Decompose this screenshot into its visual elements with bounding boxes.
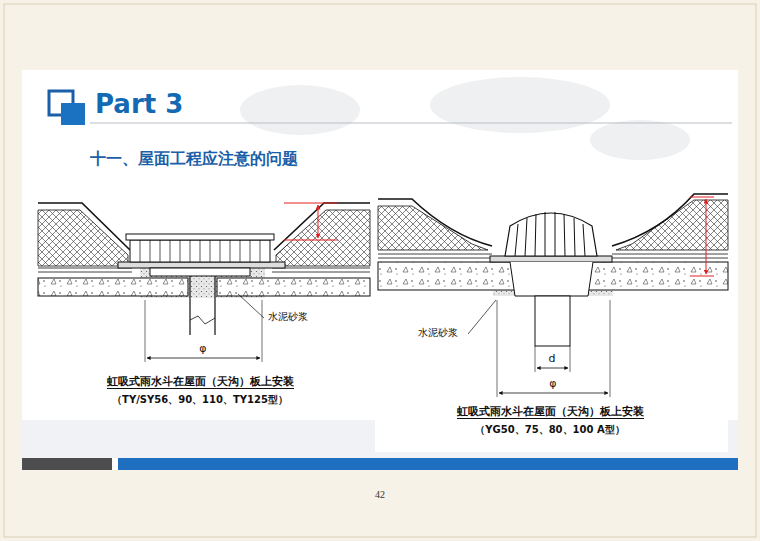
- footer-bar: [22, 458, 112, 470]
- roof-drain-drawing-right: [375, 185, 728, 452]
- dimension-label: d: [547, 352, 558, 365]
- slide-title: Part 3: [95, 89, 183, 120]
- material-label: 水泥砂浆: [268, 311, 308, 323]
- page-number: 42: [375, 489, 385, 501]
- figure-subcaption: （TY/SY56、90、110、TY125型）: [112, 394, 288, 406]
- section-heading: 十一、屋面工程应注意的问题: [90, 149, 298, 168]
- dimension-label: φ: [547, 377, 558, 390]
- material-label: 水泥砂浆: [418, 327, 458, 339]
- world-map: [240, 77, 690, 160]
- dimension-label: φ: [197, 342, 208, 355]
- header-rule: [90, 123, 732, 124]
- header-icon: [61, 103, 85, 125]
- roof-drain-drawing-left: [33, 185, 370, 420]
- figure-caption: 虹吸式雨水斗在屋面（天沟）板上安装: [457, 405, 644, 419]
- figure-caption: 虹吸式雨水斗在屋面（天沟）板上安装: [107, 375, 294, 389]
- figure-subcaption: （YG50、75、80、100 A型）: [475, 424, 624, 436]
- footer-bar: [118, 458, 738, 470]
